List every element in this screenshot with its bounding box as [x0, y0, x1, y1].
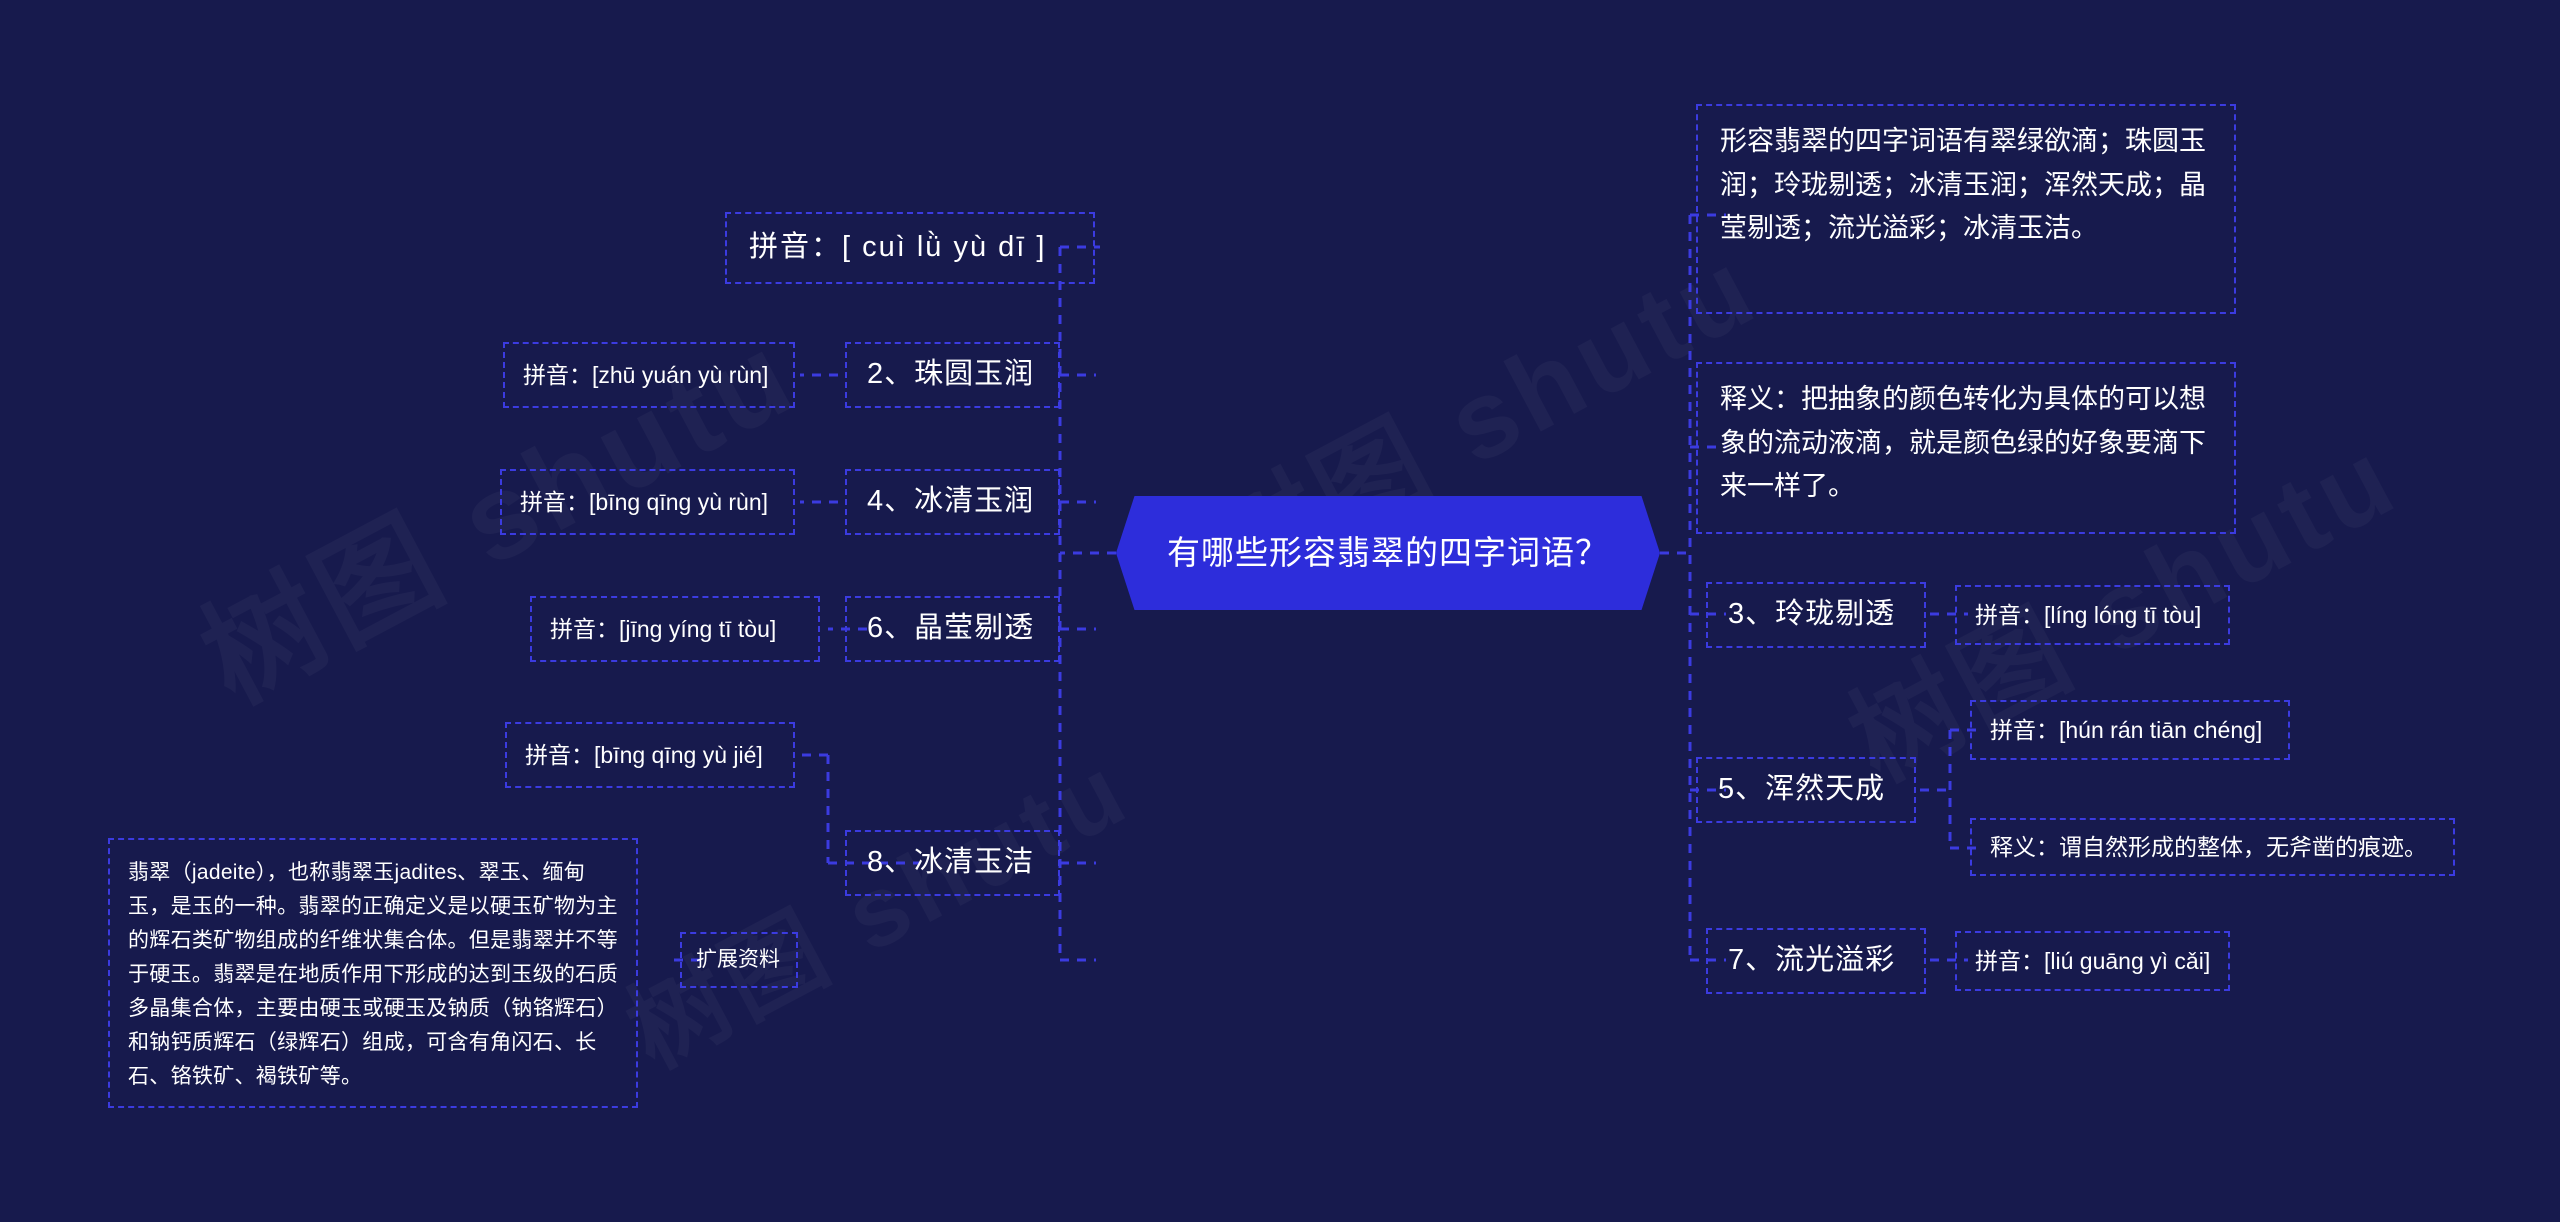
central-topic-label: 有哪些形容翡翠的四字词语？	[1167, 534, 1609, 572]
node-label: 8、冰清玉洁	[867, 846, 1035, 879]
node-hun-ran-tian-cheng-pinyin[interactable]: 拼音：[hún rán tiān chéng]	[1970, 700, 2290, 760]
node-ling-long-ti-tou-pinyin[interactable]: 拼音：[líng lóng tī tòu]	[1955, 585, 2230, 645]
node-label: 2、珠圆玉润	[867, 358, 1035, 391]
node-bing-qing-yu-run[interactable]: 4、冰清玉润	[845, 469, 1060, 535]
node-hun-ran-tian-cheng-meaning[interactable]: 释义：谓自然形成的整体，无斧凿的痕迹。	[1970, 818, 2455, 876]
node-summary-words[interactable]: 形容翡翠的四字词语有翠绿欲滴；珠圆玉润；玲珑剔透；冰清玉润；浑然天成；晶莹剔透；…	[1696, 104, 2236, 314]
node-bing-qing-yu-jie-pinyin[interactable]: 拼音：[bīng qīng yù jié]	[505, 722, 795, 788]
node-zhu-yuan-yu-run[interactable]: 2、珠圆玉润	[845, 342, 1060, 408]
node-zhu-yuan-yu-run-pinyin[interactable]: 拼音：[zhū yuán yù rùn]	[503, 342, 795, 408]
node-hun-ran-tian-cheng[interactable]: 5、浑然天成	[1696, 757, 1916, 823]
node-label: 拼音：[bīng qīng yù jié]	[525, 741, 763, 768]
node-bing-qing-yu-jie[interactable]: 8、冰清玉洁	[845, 830, 1060, 896]
node-cui-lv-yu-di-pinyin[interactable]: 拼音：[ cuì lǜ yù dī ]	[725, 212, 1095, 284]
node-jadeite-paragraph[interactable]: 翡翠（jadeite），也称翡翠玉jadites、翠玉、缅甸玉，是玉的一种。翡翠…	[108, 838, 638, 1108]
node-label: 释义：把抽象的颜色转化为具体的可以想象的流动液滴，就是颜色绿的好象要滴下来一样了…	[1720, 384, 2206, 502]
node-jing-ying-ti-tou[interactable]: 6、晶莹剔透	[845, 596, 1060, 662]
central-topic-node[interactable]: 有哪些形容翡翠的四字词语？	[1116, 496, 1660, 610]
node-label: 7、流光溢彩	[1728, 944, 1896, 977]
node-label: 拼音：[zhū yuán yù rùn]	[523, 361, 769, 388]
node-cui-lv-yu-di-meaning[interactable]: 释义：把抽象的颜色转化为具体的可以想象的流动液滴，就是颜色绿的好象要滴下来一样了…	[1696, 362, 2236, 534]
node-label: 翡翠（jadeite），也称翡翠玉jadites、翠玉、缅甸玉，是玉的一种。翡翠…	[128, 861, 618, 1089]
node-liu-guang-yi-cai-pinyin[interactable]: 拼音：[liú guāng yì cǎi]	[1955, 931, 2230, 991]
node-label: 6、晶莹剔透	[867, 612, 1035, 645]
node-label: 5、浑然天成	[1718, 773, 1886, 806]
node-label: 形容翡翠的四字词语有翠绿欲滴；珠圆玉润；玲珑剔透；冰清玉润；浑然天成；晶莹剔透；…	[1720, 126, 2206, 244]
node-extended-material[interactable]: 扩展资料	[680, 932, 798, 988]
node-label: 拼音：[liú guāng yì cǎi]	[1975, 947, 2211, 974]
node-bing-qing-yu-run-pinyin[interactable]: 拼音：[bīng qīng yù rùn]	[500, 469, 795, 535]
node-ling-long-ti-tou[interactable]: 3、玲珑剔透	[1706, 582, 1926, 648]
node-label: 3、玲珑剔透	[1728, 598, 1896, 631]
node-label: 拼音：[líng lóng tī tòu]	[1975, 601, 2202, 628]
node-jing-ying-ti-tou-pinyin[interactable]: 拼音：[jīng yíng tī tòu]	[530, 596, 820, 662]
node-label: 扩展资料	[696, 948, 780, 972]
node-label: 释义：谓自然形成的整体，无斧凿的痕迹。	[1990, 833, 2427, 860]
node-label: 拼音：[hún rán tiān chéng]	[1990, 716, 2263, 743]
node-label: 4、冰清玉润	[867, 485, 1035, 518]
node-label: 拼音：[jīng yíng tī tòu]	[550, 615, 777, 642]
node-label: 拼音：[bīng qīng yù rùn]	[520, 488, 769, 515]
node-label: 拼音：[ cuì lǜ yù dī ]	[749, 231, 1047, 264]
node-liu-guang-yi-cai[interactable]: 7、流光溢彩	[1706, 928, 1926, 994]
